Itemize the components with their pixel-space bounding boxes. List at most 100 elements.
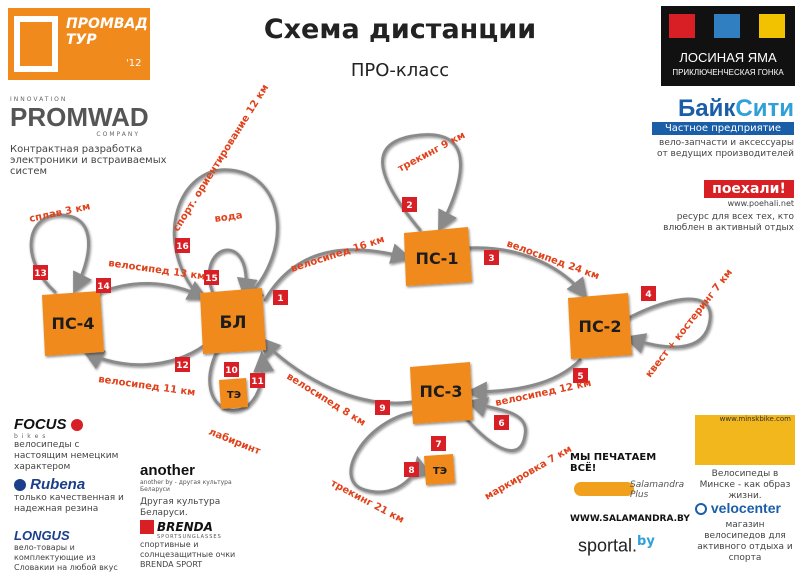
page-subtitle: ПРО-класс <box>350 60 450 81</box>
longus-logo: LONGUS <box>14 528 70 543</box>
label-s14-part: спорт. ориентирование 12 км <box>171 83 271 234</box>
salamandra-headline: МЫ ПЕЧАТАЕМ ВСЁ! <box>570 452 657 474</box>
svg-text:8: 8 <box>408 466 414 476</box>
checkpoint-6: 6 <box>494 415 509 430</box>
checkpoint-7: 7 <box>431 436 446 451</box>
promwad-bottom: COMPANY <box>96 131 140 138</box>
bikecity-text: вело-запчасти и аксессуары от ведущих пр… <box>656 138 794 159</box>
hub-ps4-label: ПС-4 <box>52 314 95 333</box>
swim-icon <box>714 14 740 38</box>
svg-text:4: 4 <box>645 290 651 300</box>
poehali-text: ресурс для всех тех, кто влюблен в актив… <box>663 212 794 233</box>
promwad-block: INNOVATION PROMWAD COMPANY Контрактная р… <box>10 96 180 177</box>
brenda-logo: BRENDA <box>157 520 213 534</box>
checkpoint-14: 14 <box>96 278 111 293</box>
brenda-icon <box>140 520 154 534</box>
sportal-logo: sportal. <box>578 535 638 556</box>
focus-icon <box>70 419 83 432</box>
bikecity-logo2: Сити <box>735 95 794 122</box>
loop-ps2-quest <box>623 297 712 354</box>
checkpoint-11: 11 <box>250 373 265 388</box>
svg-text:6: 6 <box>498 419 504 429</box>
page-title: Схема дистанции <box>263 14 537 45</box>
route-bl-ps1 <box>263 243 413 302</box>
focus-block: FOCUS b i k e s велосипеды с настоящим н… <box>14 416 134 473</box>
label-s6: маркировка 7 км <box>483 444 574 503</box>
another-text: Другая культура Беларуси. <box>140 497 221 518</box>
poehali-block: поехали! www.poehali.net ресурс для всех… <box>650 180 794 234</box>
velocenter-logo: velocenter <box>710 500 781 516</box>
promtour-logo: ПРОМВАД ТУР '12 <box>8 8 150 80</box>
losinaya-logo: ЛОСИНАЯ ЯМА ПРИКЛЮЧЕНЧЕСКАЯ ГОНКА <box>661 6 795 86</box>
hub-te1: ТЭ <box>219 378 248 409</box>
sportal-block: sportal.by <box>578 534 688 556</box>
svg-text:12: 12 <box>176 361 189 371</box>
minskbike-photo: www.minskbike.com <box>695 415 795 465</box>
salamandra-brand: Salamandra Plus <box>630 480 685 500</box>
label-s7: трекинг 21 км <box>329 478 406 526</box>
svg-text:16: 16 <box>176 242 189 252</box>
label-s12: велосипед 13 км <box>108 258 206 283</box>
label-s3: велосипед 24 км <box>505 238 601 282</box>
loop-bl-orient <box>172 168 279 303</box>
svg-text:13: 13 <box>34 269 47 279</box>
label-s8: велосипед 8 км <box>284 371 367 428</box>
bikecity-banner: Частное предприятие <box>652 122 794 135</box>
hub-ps1: ПС-1 <box>404 227 472 286</box>
hub-bl-label: БЛ <box>219 313 246 333</box>
route-lines <box>29 133 712 494</box>
rubena-block: Rubena только качественная и надежная ре… <box>14 476 134 515</box>
brenda-sub: SPORTSUNGLASSES <box>157 534 222 540</box>
svg-text:5: 5 <box>577 372 583 382</box>
promtour-logo-text: ПРОМВАД ТУР <box>66 16 148 48</box>
svg-text:7: 7 <box>435 440 441 450</box>
checkpoint-8: 8 <box>404 462 419 477</box>
loop-ps1-trekking <box>381 133 462 232</box>
checkpoint-2: 2 <box>402 197 417 212</box>
checkpoint-16: 16 <box>175 238 190 253</box>
label-s1: велосипед 16 км <box>290 234 386 275</box>
hub-ps2: ПС-2 <box>568 293 632 359</box>
rubena-icon <box>14 479 26 492</box>
hubs: ПС-1 ПС-2 ПС-3 ПС-4 БЛ ТЭ ТЭ <box>42 227 632 485</box>
checkpoints: 1 2 3 4 5 6 7 8 9 10 11 12 13 14 15 16 <box>33 197 656 477</box>
route-ps1-ps2 <box>464 246 588 300</box>
checkpoint-10: 10 <box>224 362 239 377</box>
losinaya-subtitle: ПРИКЛЮЧЕНЧЕСКАЯ ГОНКА <box>672 68 784 77</box>
route-ps3-bl <box>259 336 414 405</box>
bikecity-block: БайкСити Частное предприятие вело-запчас… <box>652 96 794 160</box>
promwad-top: INNOVATION <box>10 96 68 103</box>
checkpoint-4: 4 <box>641 286 656 301</box>
checkpoint-1: 1 <box>273 290 288 305</box>
longus-block: LONGUS вело-товары и комплектующие из Сл… <box>14 528 134 573</box>
route-bl-ps4 <box>82 343 207 370</box>
svg-text:2: 2 <box>406 201 412 211</box>
hub-te1-label: ТЭ <box>227 390 241 401</box>
checkpoint-3: 3 <box>484 250 499 265</box>
velocenter-text: магазин велосипедов для активного отдыха… <box>697 520 793 563</box>
salamander-icon: Salamandra Plus <box>570 474 684 514</box>
hub-ps2-label: ПС-2 <box>579 317 622 336</box>
losinaya-title: ЛОСИНАЯ ЯМА <box>679 50 777 65</box>
minskbike-url: www.minskbike.com <box>719 415 791 423</box>
minskbike-block: www.minskbike.com Велосипеды в Минске - … <box>695 415 795 502</box>
checkpoint-5: 5 <box>573 368 588 383</box>
svg-text:3: 3 <box>488 254 494 264</box>
hub-ps3: ПС-3 <box>410 362 473 424</box>
svg-text:15: 15 <box>205 274 218 284</box>
another-small: another by - другая культура Беларуси <box>140 479 232 493</box>
svg-text:9: 9 <box>379 404 385 414</box>
focus-logo: FOCUS <box>14 416 67 433</box>
label-s13: вода <box>214 210 243 225</box>
label-s4: квест + костеринг 7 км <box>644 267 735 380</box>
another-block: another another by - другая культура Бел… <box>140 462 250 519</box>
label-s10: велосипед 11 км <box>98 374 196 399</box>
checkpoint-13: 13 <box>33 265 48 280</box>
rubena-logo: Rubena <box>30 476 86 493</box>
svg-text:14: 14 <box>97 282 110 292</box>
svg-text:11: 11 <box>251 377 264 387</box>
another-logo: another <box>140 462 196 479</box>
route-ps2-ps3 <box>465 358 582 403</box>
rubena-text: только качественная и надежная резина <box>14 493 124 514</box>
